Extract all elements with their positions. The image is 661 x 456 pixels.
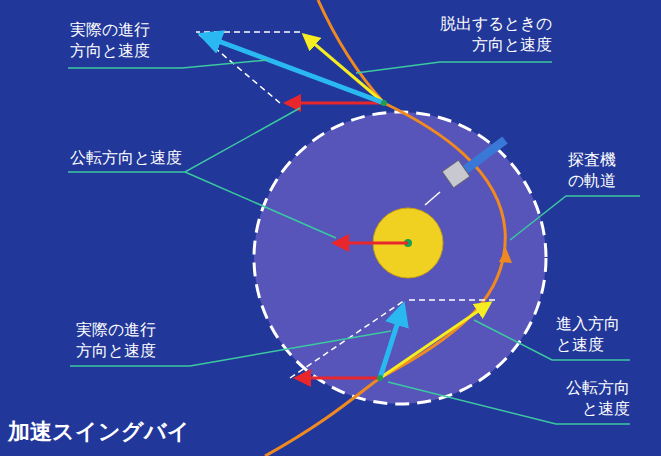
resultant-arrow bbox=[202, 35, 384, 103]
vector-origin bbox=[377, 375, 383, 381]
vector-origin bbox=[381, 100, 387, 106]
escape-arrow bbox=[304, 35, 384, 103]
callout-label: 実際の進行 方向と速度 bbox=[76, 320, 172, 362]
callout-label: 探査機 の軌道 bbox=[568, 150, 627, 192]
gravity-sphere bbox=[254, 112, 546, 404]
diagram-caption: 加速スイングバイ bbox=[8, 418, 272, 447]
orbit-direction-arrow bbox=[499, 248, 512, 263]
resultant-arrow bbox=[380, 306, 403, 378]
entry-arrow bbox=[380, 303, 490, 378]
callout-label: 脱出するときの 方向と速度 bbox=[430, 14, 552, 56]
callout-label: 進入方向 と速度 bbox=[556, 314, 630, 356]
callout-label: 公転方向 と速度 bbox=[556, 378, 630, 420]
callout-label: 公転方向と速度 bbox=[70, 148, 198, 169]
probe-orbit bbox=[265, 0, 505, 456]
callout-label: 実際の進行 方向と速度 bbox=[70, 20, 166, 62]
probe bbox=[425, 140, 505, 205]
parallelogram-dash bbox=[196, 31, 300, 33]
revolution-arrow bbox=[334, 242, 408, 245]
parallelogram-dash bbox=[405, 299, 495, 301]
revolution-arrow bbox=[286, 102, 384, 105]
leader-lines bbox=[68, 60, 640, 424]
revolution-arrow bbox=[296, 377, 380, 380]
parallelogram-dash bbox=[196, 32, 280, 103]
